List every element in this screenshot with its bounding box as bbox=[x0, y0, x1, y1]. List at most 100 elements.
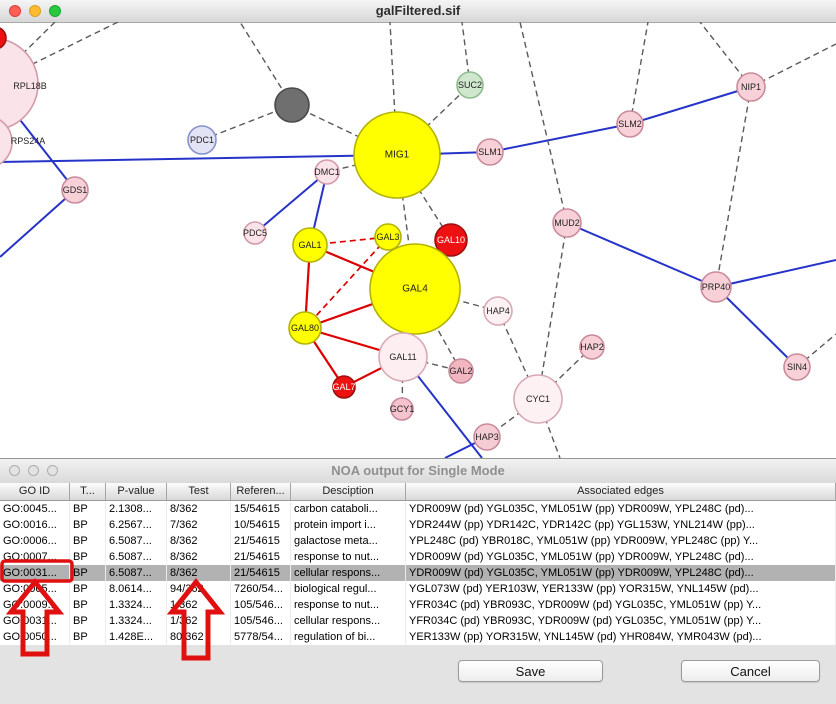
graph-node-SLM2[interactable] bbox=[616, 110, 644, 138]
window-title: NOA output for Single Mode bbox=[331, 463, 505, 478]
graph-node-MUD2[interactable] bbox=[552, 208, 582, 238]
graph-node-HAP2[interactable] bbox=[579, 334, 605, 360]
minimize-button[interactable] bbox=[29, 5, 41, 17]
graph-edge bbox=[0, 189, 76, 258]
graph-node-label-GAL2: GAL2 bbox=[449, 366, 472, 376]
column-header-description[interactable]: Desciption bbox=[291, 483, 406, 501]
traffic-lights-inactive bbox=[9, 464, 58, 476]
graph-edge bbox=[796, 333, 836, 368]
graph-node-DMC1[interactable] bbox=[314, 159, 340, 185]
graph-node-PDC5[interactable] bbox=[243, 221, 267, 245]
column-header-test[interactable]: Test bbox=[167, 483, 231, 501]
graph-node-SLM1[interactable] bbox=[476, 138, 504, 166]
cell-p_value: 6.2567... bbox=[106, 517, 167, 533]
graph-node-RPS24A[interactable] bbox=[0, 116, 13, 168]
graph-node-GDS1[interactable] bbox=[61, 176, 89, 204]
cell-description: cellular respons... bbox=[291, 565, 406, 581]
graph-node-SUC2[interactable] bbox=[456, 71, 484, 99]
cell-go_id: GO:0045... bbox=[0, 501, 70, 517]
close-button[interactable] bbox=[9, 465, 20, 476]
cancel-button[interactable]: Cancel bbox=[681, 660, 820, 682]
cell-p_value: 6.5087... bbox=[106, 533, 167, 549]
cell-test: 8/362 bbox=[167, 565, 231, 581]
cell-test: 7/362 bbox=[167, 517, 231, 533]
close-button[interactable] bbox=[9, 5, 21, 17]
cell-reference: 21/54615 bbox=[231, 533, 291, 549]
traffic-lights bbox=[9, 5, 61, 17]
noa-window-titlebar[interactable]: NOA output for Single Mode bbox=[0, 459, 836, 484]
network-window-titlebar[interactable]: galFiltered.sif bbox=[0, 0, 836, 23]
graph-node-label-SLM1: SLM1 bbox=[478, 147, 502, 157]
cell-associated_edges: YGL073W (pd) YER103W, YER133W (pp) YOR31… bbox=[406, 581, 836, 597]
cell-test: 1/362 bbox=[167, 613, 231, 629]
graph-edge bbox=[715, 259, 836, 288]
graph-node-GAL11[interactable] bbox=[378, 332, 428, 382]
cell-p_value: 1.3324... bbox=[106, 613, 167, 629]
graph-node-CYC1[interactable] bbox=[513, 374, 563, 424]
cell-test: 94/362 bbox=[167, 581, 231, 597]
graph-node-GAL1[interactable] bbox=[292, 227, 328, 263]
column-header-associated-edges[interactable]: Associated edges bbox=[406, 483, 836, 501]
cell-reference: 15/54615 bbox=[231, 501, 291, 517]
save-button[interactable]: Save bbox=[458, 660, 603, 682]
graph-edge bbox=[629, 86, 752, 125]
graph-node-GAL80[interactable] bbox=[288, 311, 322, 345]
graph-node-RPL18B[interactable] bbox=[0, 37, 39, 131]
column-header-p-value[interactable]: P-value bbox=[106, 483, 167, 501]
cell-description: protein import i... bbox=[291, 517, 406, 533]
graph-node-MIG1[interactable] bbox=[353, 111, 441, 199]
graph-node-label-NIP1: NIP1 bbox=[741, 82, 761, 92]
graph-node-HAP4[interactable] bbox=[483, 296, 513, 326]
zoom-button[interactable] bbox=[49, 5, 61, 17]
graph-node-GAL7[interactable] bbox=[332, 375, 356, 399]
graph-node-GCY1[interactable] bbox=[390, 397, 414, 421]
graph-node-label-MIG1: MIG1 bbox=[385, 150, 410, 161]
cell-type: BP bbox=[70, 501, 106, 517]
cell-type: BP bbox=[70, 565, 106, 581]
cell-go_id: GO:0009... bbox=[0, 597, 70, 613]
graph-node-label-GAL3: GAL3 bbox=[376, 232, 399, 242]
window-title: galFiltered.sif bbox=[375, 3, 461, 18]
graph-edge bbox=[304, 236, 389, 329]
minimize-button[interactable] bbox=[28, 465, 39, 476]
graph-node-PDC1[interactable] bbox=[187, 125, 217, 155]
graph-edge bbox=[239, 22, 293, 106]
graph-edge bbox=[519, 22, 568, 224]
graph-node-label-DMC1: DMC1 bbox=[314, 167, 340, 177]
graph-node-GAL2[interactable] bbox=[448, 358, 474, 384]
graph-edge bbox=[489, 123, 631, 153]
column-header-type[interactable]: T... bbox=[70, 483, 106, 501]
graph-node-NIP1[interactable] bbox=[736, 72, 766, 102]
graph-node-REDL[interactable] bbox=[0, 27, 7, 49]
zoom-button[interactable] bbox=[47, 465, 58, 476]
column-header-go-id[interactable]: GO ID bbox=[0, 483, 70, 501]
cell-test: 1/362 bbox=[167, 597, 231, 613]
graph-node-label-MUD2: MUD2 bbox=[554, 218, 580, 228]
column-header-reference[interactable]: Referen... bbox=[231, 483, 291, 501]
network-canvas[interactable]: RPL18BRPS24AGDS1PDC1MIG1SUC2SLM1SLM2NIP1… bbox=[0, 22, 836, 458]
graph-node-label-RPS24A: RPS24A bbox=[11, 136, 46, 146]
graph-node-label-GAL80: GAL80 bbox=[291, 323, 319, 333]
graph-node-PRP40[interactable] bbox=[700, 271, 732, 303]
graph-node-HAP3[interactable] bbox=[473, 423, 501, 451]
cell-associated_edges: YPL248C (pd) YBR018C, YML051W (pp) YDR00… bbox=[406, 533, 836, 549]
cell-description: galactose meta... bbox=[291, 533, 406, 549]
graph-node-label-PDC5: PDC5 bbox=[243, 228, 267, 238]
graph-node-label-GDS1: GDS1 bbox=[63, 185, 88, 195]
graph-node-GAL4[interactable] bbox=[369, 243, 461, 335]
graph-node-GAL10[interactable] bbox=[434, 223, 468, 257]
graph-node-GRAY[interactable] bbox=[274, 87, 310, 123]
cell-type: BP bbox=[70, 581, 106, 597]
cell-associated_edges: YDR009W (pd) YGL035C, YML051W (pp) YDR00… bbox=[406, 565, 836, 581]
graph-node-GAL3[interactable] bbox=[374, 223, 402, 251]
graph-node-SIN4[interactable] bbox=[783, 353, 811, 381]
